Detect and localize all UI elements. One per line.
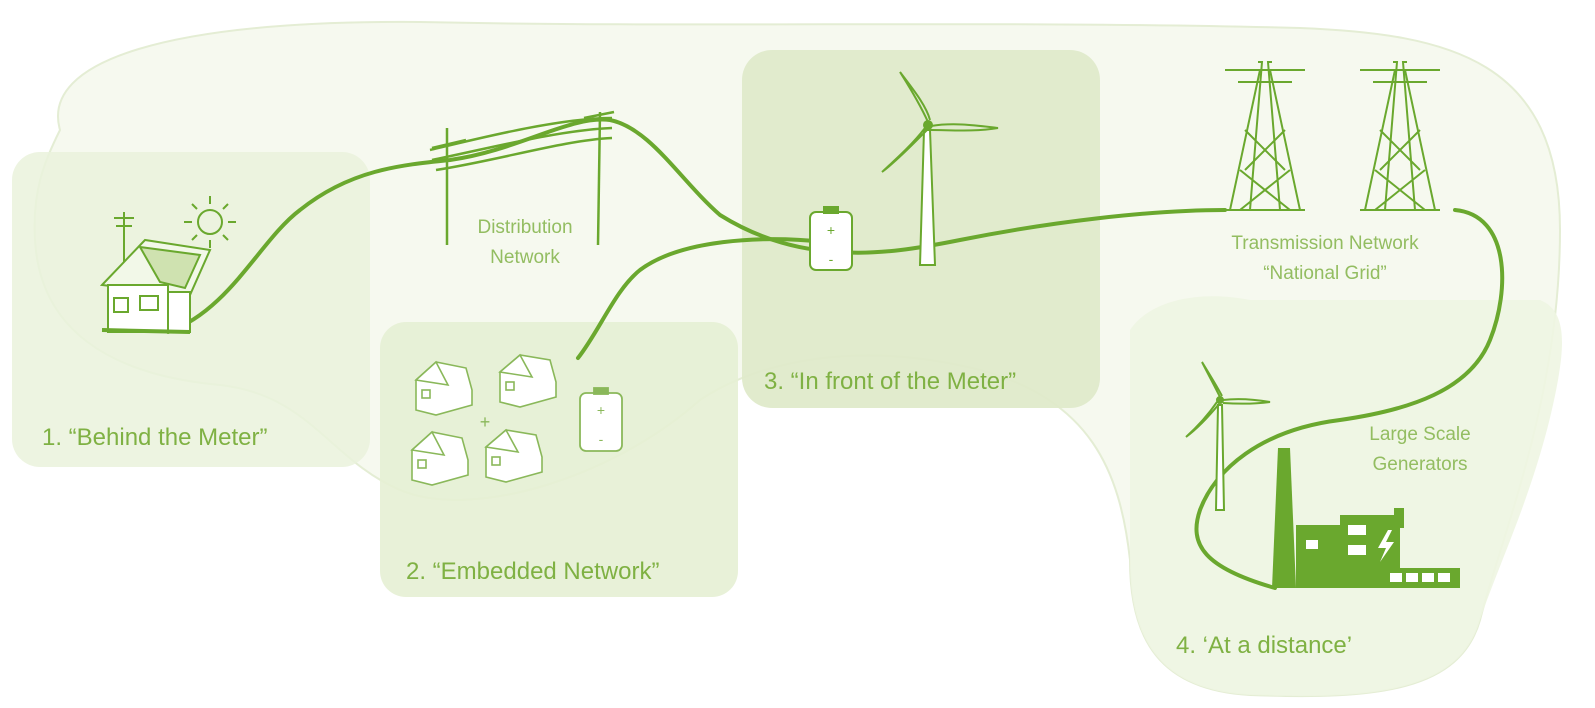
- transmission-pylon-icon: [1360, 61, 1440, 211]
- sun-icon: [184, 196, 236, 248]
- generator-feed-line: [1194, 208, 1505, 590]
- transmission-network-label-line: “National Grid”: [1263, 263, 1387, 284]
- svg-text:+: +: [597, 402, 605, 418]
- zone-label-at-distance: 4. ‘At a distance’: [1176, 632, 1353, 659]
- svg-text:+: +: [827, 222, 835, 238]
- transmission-network-label: Transmission Network “National Grid”: [1195, 229, 1455, 289]
- battery-icon: + -: [809, 206, 853, 271]
- power-station-icon: [1272, 448, 1460, 588]
- wind-turbine-icon: [1185, 361, 1271, 511]
- distribution-network-label-line: Network: [490, 247, 560, 268]
- distribution-network-label-line: Distribution: [477, 217, 573, 238]
- zone-at-distance-region: [1130, 296, 1563, 697]
- svg-text:-: -: [829, 251, 834, 267]
- embedded-branch-line: [576, 237, 827, 360]
- battery-icon: + -: [579, 387, 623, 452]
- svg-text:-: -: [599, 431, 604, 447]
- large-scale-generators-label-line: Large Scale: [1369, 424, 1471, 445]
- distribution-network-label: Distribution Network: [440, 213, 610, 273]
- large-scale-generators-label: Large Scale Generators: [1350, 420, 1490, 480]
- power-poles-icon: [429, 110, 615, 246]
- wind-turbine-icon: [881, 71, 999, 266]
- zone-label-in-front: 3. “In front of the Meter”: [764, 368, 1017, 395]
- house-with-solar-panels-icon: [99, 212, 212, 334]
- svg-text:+: +: [480, 412, 491, 432]
- transmission-pylon-icon: [1225, 61, 1305, 211]
- zone-label-behind-meter: 1. “Behind the Meter”: [42, 424, 268, 451]
- houses-cluster-icon: +: [410, 353, 557, 486]
- large-scale-generators-label-line: Generators: [1372, 454, 1468, 475]
- zone-label-embedded: 2. “Embedded Network”: [406, 558, 660, 585]
- transmission-network-label-line: Transmission Network: [1231, 233, 1419, 254]
- grid-connection-line: [166, 117, 1227, 334]
